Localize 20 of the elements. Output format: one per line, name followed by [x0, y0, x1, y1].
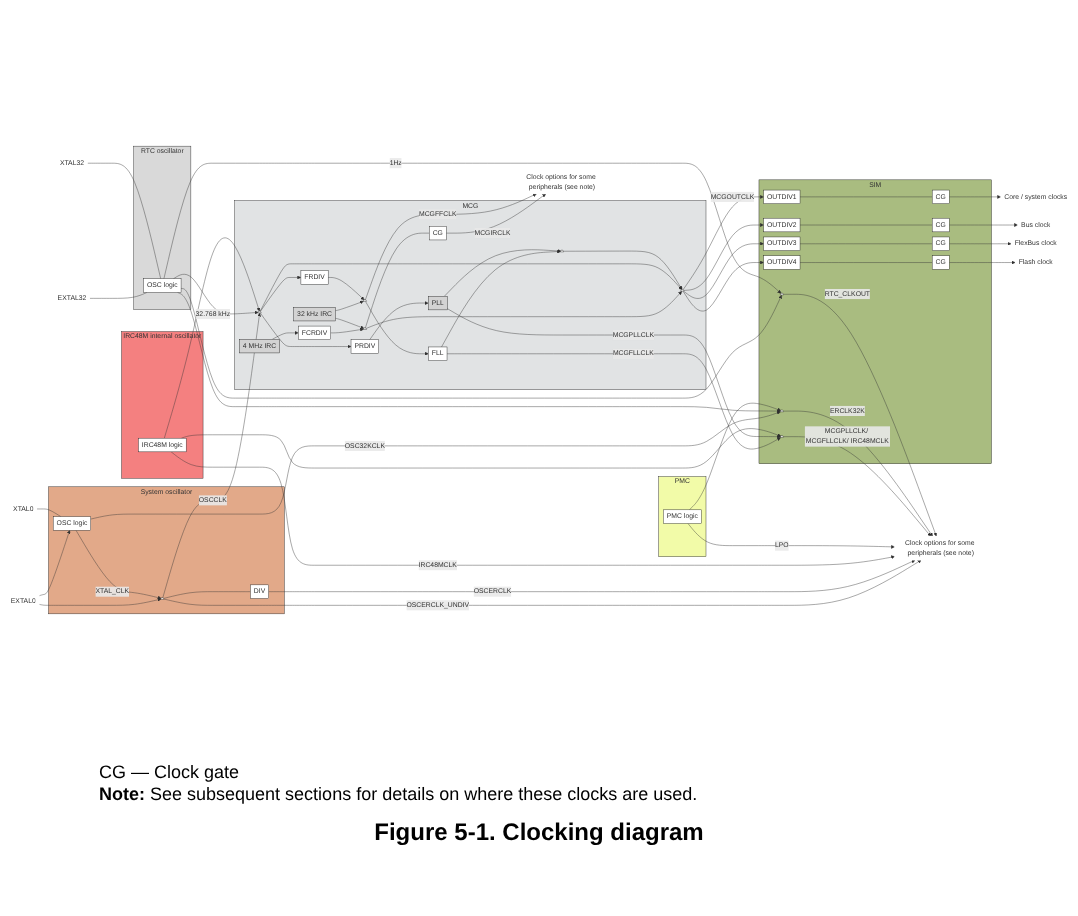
- figure-caption: Figure 5-1. Clocking diagram: [374, 818, 704, 846]
- connector: [163, 591, 251, 599]
- note-text: Note: See subsequent sections for details on where these clocks are used.: [99, 784, 700, 804]
- connector: [799, 196, 933, 198]
- node-trapezoid: [257, 310, 262, 314]
- connector: [799, 262, 933, 263]
- node-trapezoid: [779, 409, 784, 412]
- node-trapezoid: [779, 435, 784, 438]
- note-text: CG — Clock gate: [99, 762, 242, 782]
- node-trapezoid: [560, 249, 564, 253]
- connector: [87, 163, 161, 279]
- node-trapezoid: [779, 293, 784, 296]
- connector: [365, 232, 430, 329]
- node-trapezoid: [160, 597, 165, 600]
- node-trapezoid: [362, 299, 367, 302]
- connector: [89, 292, 148, 299]
- connector: [799, 243, 933, 244]
- node-trapezoid: [362, 327, 367, 330]
- connector: [36, 508, 62, 517]
- node-trapezoid: [680, 289, 685, 292]
